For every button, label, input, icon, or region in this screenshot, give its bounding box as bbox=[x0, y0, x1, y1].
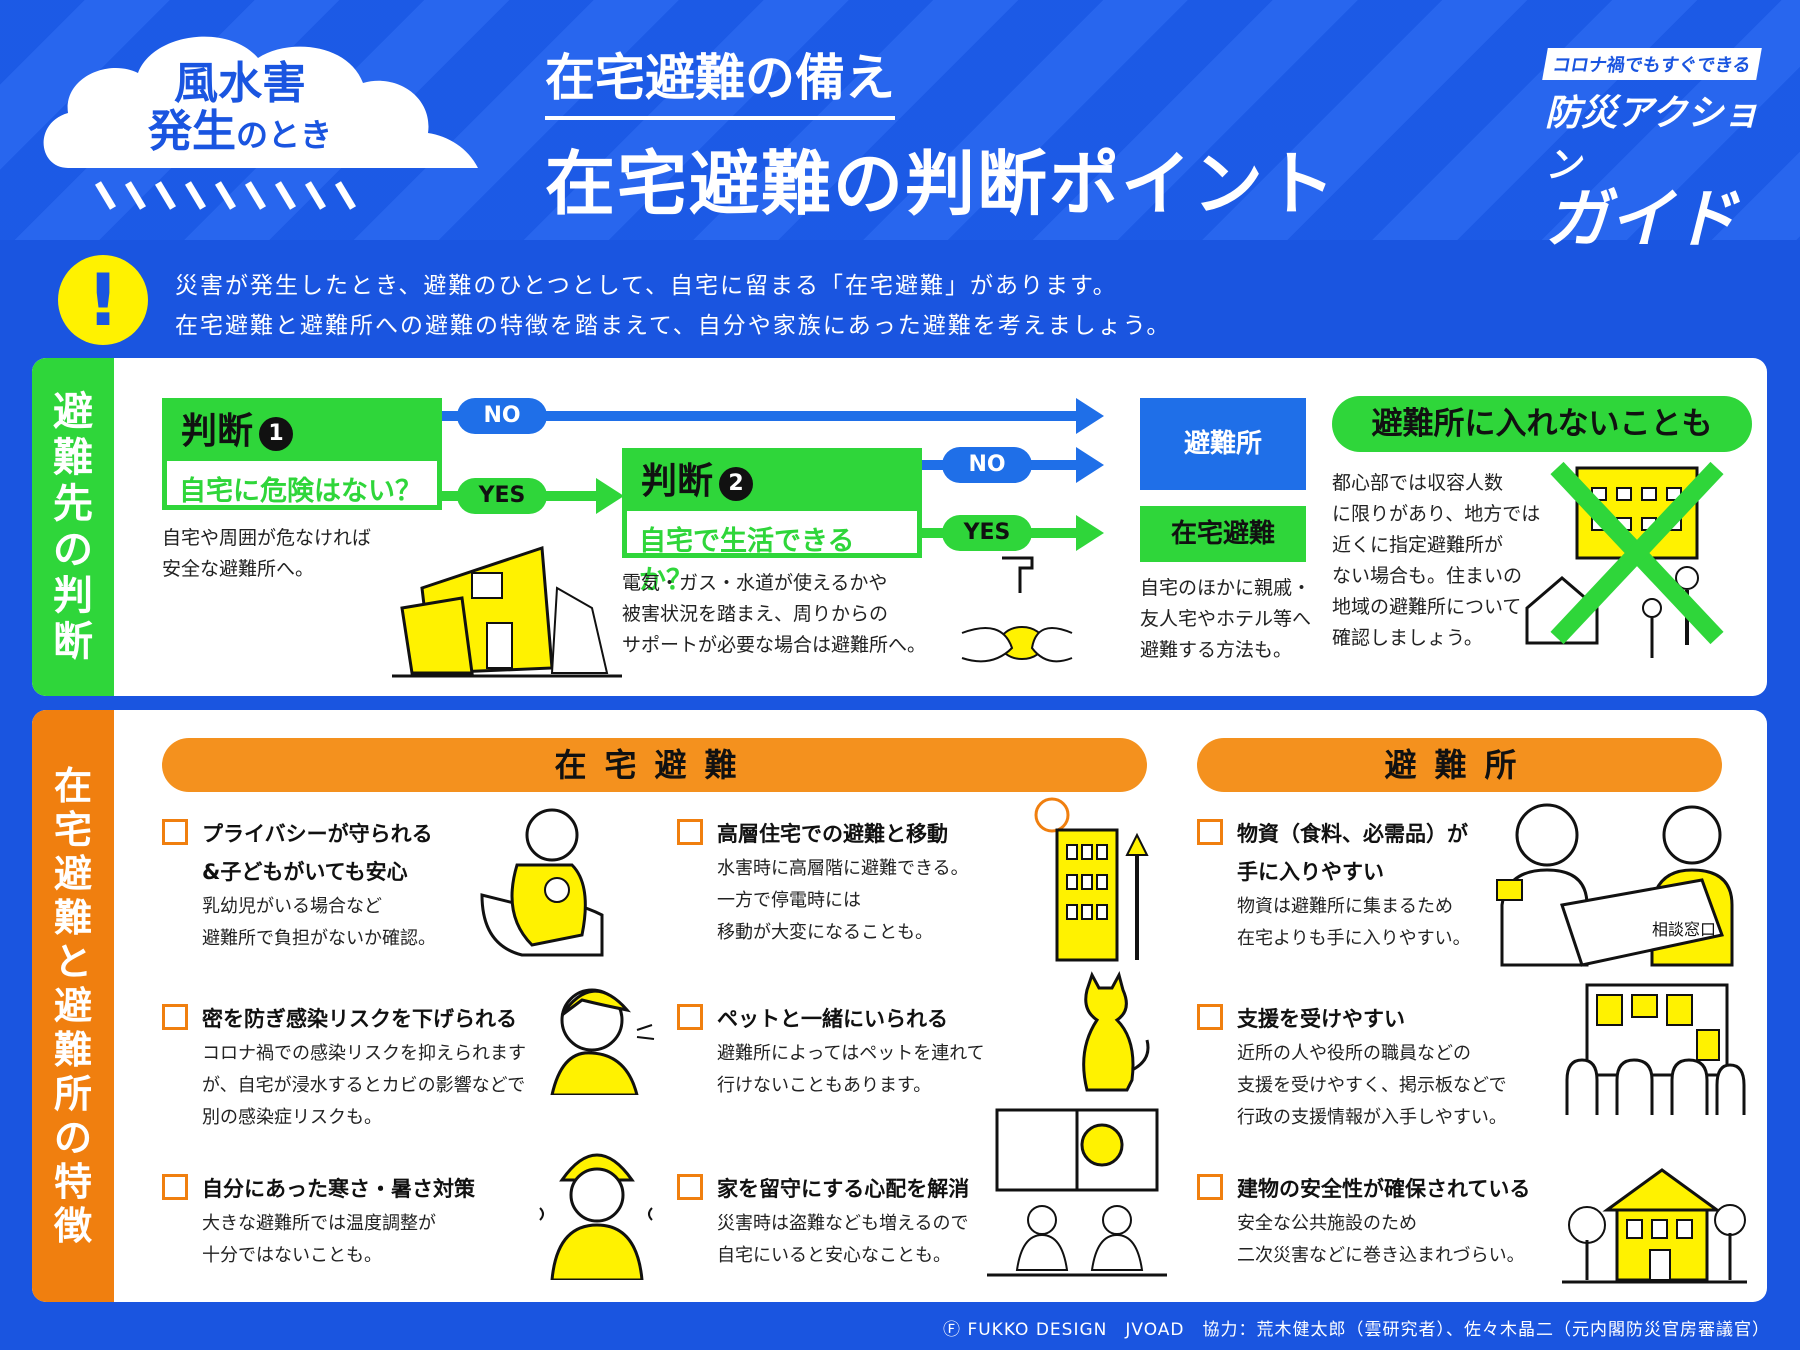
destination-home: 在宅避難 bbox=[1140, 506, 1306, 562]
credit-footer: Ⓕ FUKKO DESIGN JVOAD 協力：荒木健太郎（雲研究者）、佐々木晶… bbox=[943, 1320, 1770, 1340]
guide-tag: コロナ禍でもすぐできる bbox=[1542, 48, 1762, 80]
feature-building-safety: 建物の安全性が確保されている 安全な公共施設のため 二次災害などに巻き込まれづら… bbox=[1197, 1170, 1537, 1272]
question-1-text: 自宅に危険はない？ bbox=[179, 476, 422, 507]
feature-temperature: 自分にあった寒さ・暑さ対策 大きな避難所では温度調整が 十分ではないことも。 bbox=[162, 1170, 492, 1272]
home-evacuation-header: 在宅避難 bbox=[162, 738, 1147, 792]
feature-highrise: 高層住宅での避難と移動 水害時に高層階に避難できる。 一方で停電時には 移動が大… bbox=[677, 815, 1017, 949]
consultation-desk-icon: 相談窓口 bbox=[1496, 803, 1734, 967]
home-desc: 自宅のほかに親戚・友人宅やホテル等へ避難する方法も。 bbox=[1140, 577, 1312, 661]
sneezing-person-icon bbox=[550, 988, 655, 1095]
feature-support: 支援を受けやすい 近所の人や役所の職員などの 支援を受けやすく、掲示板などで 行… bbox=[1197, 1000, 1537, 1134]
safe-building-icon bbox=[1562, 1168, 1747, 1284]
checkbox-icon bbox=[1197, 1174, 1223, 1200]
page-title: 在宅避難の判断ポイント bbox=[545, 143, 1337, 225]
checkbox-icon bbox=[162, 819, 188, 845]
feature-supplies: 物資（食料、必需品）が 手に入りやすい 物資は避難所に集まるため 在宅よりも手に… bbox=[1197, 815, 1497, 955]
intro-text: 災害が発生したとき、避難のひとつとして、自宅に留まる「在宅避難」があります。 在… bbox=[175, 266, 1171, 346]
shelter-unavailable-heading: 避難所に入れないことも bbox=[1332, 396, 1752, 452]
no-arrow-1 bbox=[442, 398, 1104, 434]
question-1-desc: 自宅や周囲が危なければ安全な避難所へ。 bbox=[162, 527, 372, 580]
no-pill-1: NO bbox=[457, 398, 547, 434]
intro-line1: 災害が発生したとき、避難のひとつとして、自宅に留まる「在宅避難」があります。 bbox=[175, 273, 1118, 299]
no-shelter-icon bbox=[1525, 461, 1724, 658]
shelter-header: 避難所 bbox=[1197, 738, 1722, 792]
cloud-label: 風水害 発生のとき bbox=[110, 58, 370, 158]
guide-line3: ガイド bbox=[1545, 183, 1737, 257]
number-1-icon: 1 bbox=[259, 417, 294, 451]
checkbox-icon bbox=[1197, 819, 1223, 845]
bulletin-board-icon bbox=[1565, 983, 1746, 1115]
damaged-house-icon bbox=[392, 545, 622, 678]
feature-infection: 密を防ぎ感染リスクを下げられる コロナ禍での感染リスクを抑えられます が、自宅が… bbox=[162, 1000, 582, 1134]
subtitle: 在宅避難の備え bbox=[545, 38, 895, 120]
cold-person-icon bbox=[539, 1153, 653, 1280]
guide-logo: コロナ禍でもすぐできる 防災アクション ガイド bbox=[1542, 48, 1780, 257]
cloud-line2: 発生のとき bbox=[147, 106, 332, 158]
checkbox-icon bbox=[677, 1174, 703, 1200]
yes-pill-1: YES bbox=[457, 478, 547, 514]
cloud-line1: 風水害 bbox=[174, 58, 306, 109]
yes-pill-2: YES bbox=[942, 515, 1032, 551]
destination-shelter: 避難所 bbox=[1140, 398, 1306, 490]
checkbox-icon bbox=[677, 1004, 703, 1030]
feature-pets: ペットと一緒にいられる 避難所によってはペットを連れて 行けないこともあります。 bbox=[677, 1000, 1017, 1102]
handwashing-icon bbox=[961, 556, 1073, 663]
parent-child-icon bbox=[480, 808, 604, 957]
checkbox-icon bbox=[162, 1174, 188, 1200]
checkbox-icon bbox=[162, 1004, 188, 1030]
no-pill-2: NO bbox=[942, 447, 1032, 483]
decision-side-label: 避難先の判断 bbox=[32, 358, 114, 696]
checkbox-icon bbox=[677, 819, 703, 845]
family-at-home-icon bbox=[987, 1108, 1167, 1277]
features-side-label: 在宅避難と避難所の特徴 bbox=[32, 710, 114, 1302]
checkbox-icon bbox=[1197, 1004, 1223, 1030]
desk-sign: 相談窓口 bbox=[1652, 921, 1716, 939]
number-2-icon: 2 bbox=[719, 467, 754, 501]
intro-line2: 在宅避難と避難所への避難の特徴を踏まえて、自分や家族にあった避難を考えましょう。 bbox=[175, 313, 1172, 339]
feature-security: 家を留守にする心配を解消 災害時は盗難なども増えるので 自宅にいると安心なことも… bbox=[677, 1170, 1017, 1272]
feature-privacy: プライバシーが守られる &子どもがいても安心 乳幼児がいる場合など 避難所で負担… bbox=[162, 815, 462, 955]
highrise-icon bbox=[1034, 797, 1149, 962]
dog-icon bbox=[1082, 970, 1150, 1092]
cloud-icon bbox=[43, 36, 478, 210]
features-panel: 在宅避難と避難所の特徴 在宅避難 避難所 プライバシーが守られる &子どもがいて… bbox=[32, 710, 1767, 1302]
shelter-unavailable-desc: 都心部では収容人数に限りがあり、地方では近くに指定避難所がない場合も。住まいの地… bbox=[1332, 472, 1541, 649]
guide-line2: 防災アクション bbox=[1545, 93, 1760, 186]
question-2-desc: 電気・ガス・水道が使えるかや被害状況を踏まえ、周りからのサポートが必要な場合は避… bbox=[622, 572, 927, 656]
warning-icon: ! bbox=[58, 255, 148, 345]
question-2-text: 自宅で生活できるか？ bbox=[639, 526, 855, 596]
